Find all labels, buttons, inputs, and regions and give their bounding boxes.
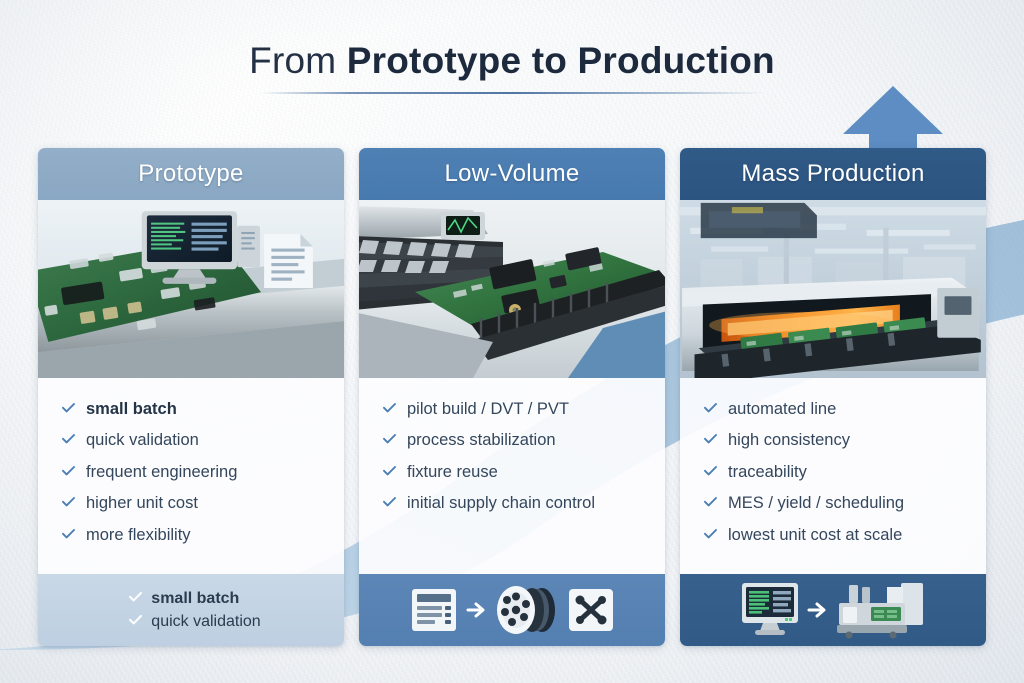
title-block: From Prototype to Production — [0, 40, 1024, 94]
bullet-item: higher unit cost — [62, 494, 344, 513]
check-icon — [704, 497, 717, 507]
footer-icon-row — [408, 584, 616, 636]
title-underline — [260, 92, 764, 94]
footer-label: quick validation — [151, 613, 261, 630]
check-icon — [129, 615, 143, 625]
bullet-label: frequent engineering — [86, 462, 238, 481]
card-footer-low-volume — [359, 574, 665, 646]
check-icon — [62, 434, 75, 444]
title-lead: From — [249, 40, 347, 81]
bullet-label: more flexibility — [86, 525, 191, 544]
check-icon — [704, 434, 717, 444]
card-header-mass-production: Mass Production — [680, 148, 986, 200]
check-icon — [129, 591, 143, 602]
reflow-oven-conveyor-photo — [680, 200, 986, 378]
pcb-workbench-monitor-photo — [38, 200, 344, 378]
check-icon — [383, 403, 396, 413]
bullet-label: small batch — [86, 400, 177, 418]
bullet-item: pilot build / DVT / PVT — [383, 400, 665, 419]
bullet-list-prototype: small batch quick validation frequent en… — [38, 378, 344, 574]
check-icon — [62, 497, 75, 507]
bullet-label: initial supply chain control — [407, 494, 596, 513]
bullet-item: initial supply chain control — [383, 494, 665, 513]
bullet-item: automated line — [704, 400, 986, 419]
check-icon — [383, 497, 396, 507]
card-header-prototype: Prototype — [38, 148, 344, 200]
check-icon — [383, 465, 396, 476]
bullet-item: small batch — [62, 400, 344, 419]
bullet-label: automated line — [728, 400, 837, 418]
title-emphasis: Prototype to Production — [346, 40, 775, 81]
page-title: From Prototype to Production — [0, 40, 1024, 82]
fixture-tools-icon — [569, 589, 613, 631]
bullet-label: lowest unit cost at scale — [728, 525, 903, 544]
card-header-low-volume: Low-Volume — [359, 148, 665, 200]
bullet-label: process stabilization — [407, 431, 556, 450]
production-machine-icon — [837, 583, 923, 639]
bullet-label: quick validation — [86, 431, 199, 450]
footer-line: small batch — [129, 587, 260, 610]
document-form-icon — [412, 589, 456, 631]
card-footer-mass-production — [680, 574, 986, 646]
bullet-label: MES / yield / scheduling — [728, 494, 905, 513]
footer-icon-row — [739, 581, 927, 639]
arrow-right-icon — [807, 602, 826, 618]
bullet-item: process stabilization — [383, 431, 665, 450]
check-icon — [62, 465, 75, 476]
bullet-label: traceability — [728, 462, 807, 481]
check-icon — [62, 403, 75, 413]
bullet-label: higher unit cost — [86, 494, 198, 513]
check-icon — [383, 434, 396, 444]
monitor-mes-icon — [742, 583, 798, 635]
component-reel-icon — [497, 586, 555, 634]
footer-label: small batch — [151, 589, 240, 607]
footer-line: quick validation — [129, 610, 261, 633]
check-icon — [704, 465, 717, 476]
bullet-label: fixture reuse — [407, 462, 498, 481]
stage-cards-row: Prototype — [38, 148, 986, 646]
upward-growth-arrow-icon — [843, 86, 943, 191]
bullet-label: high consistency — [728, 431, 850, 450]
bullet-item: MES / yield / scheduling — [704, 494, 986, 513]
bullet-label: pilot build / DVT / PVT — [407, 400, 570, 418]
check-icon — [62, 528, 75, 539]
bullet-item: frequent engineering — [62, 463, 344, 482]
stage-card-mass-production[interactable]: Mass Production — [680, 148, 986, 646]
bullet-item: high consistency — [704, 431, 986, 450]
bullet-list-low-volume: pilot build / DVT / PVT process stabiliz… — [359, 378, 665, 574]
smt-pick-and-place-photo — [359, 200, 665, 378]
bullet-item: traceability — [704, 463, 986, 482]
arrow-right-icon — [466, 602, 485, 618]
check-icon — [704, 528, 717, 539]
bullet-item: more flexibility — [62, 526, 344, 545]
card-footer-prototype: small batch quick validation — [38, 574, 344, 646]
bullet-item: lowest unit cost at scale — [704, 526, 986, 545]
bullet-item: quick validation — [62, 431, 344, 450]
bullet-item: fixture reuse — [383, 463, 665, 482]
footer-text-list: small batch quick validation — [121, 587, 261, 633]
stage-card-low-volume[interactable]: Low-Volume — [359, 148, 665, 646]
bullet-list-mass-production: automated line high consistency traceabi… — [680, 378, 986, 574]
stage-card-prototype[interactable]: Prototype — [38, 148, 344, 646]
check-icon — [704, 403, 717, 413]
